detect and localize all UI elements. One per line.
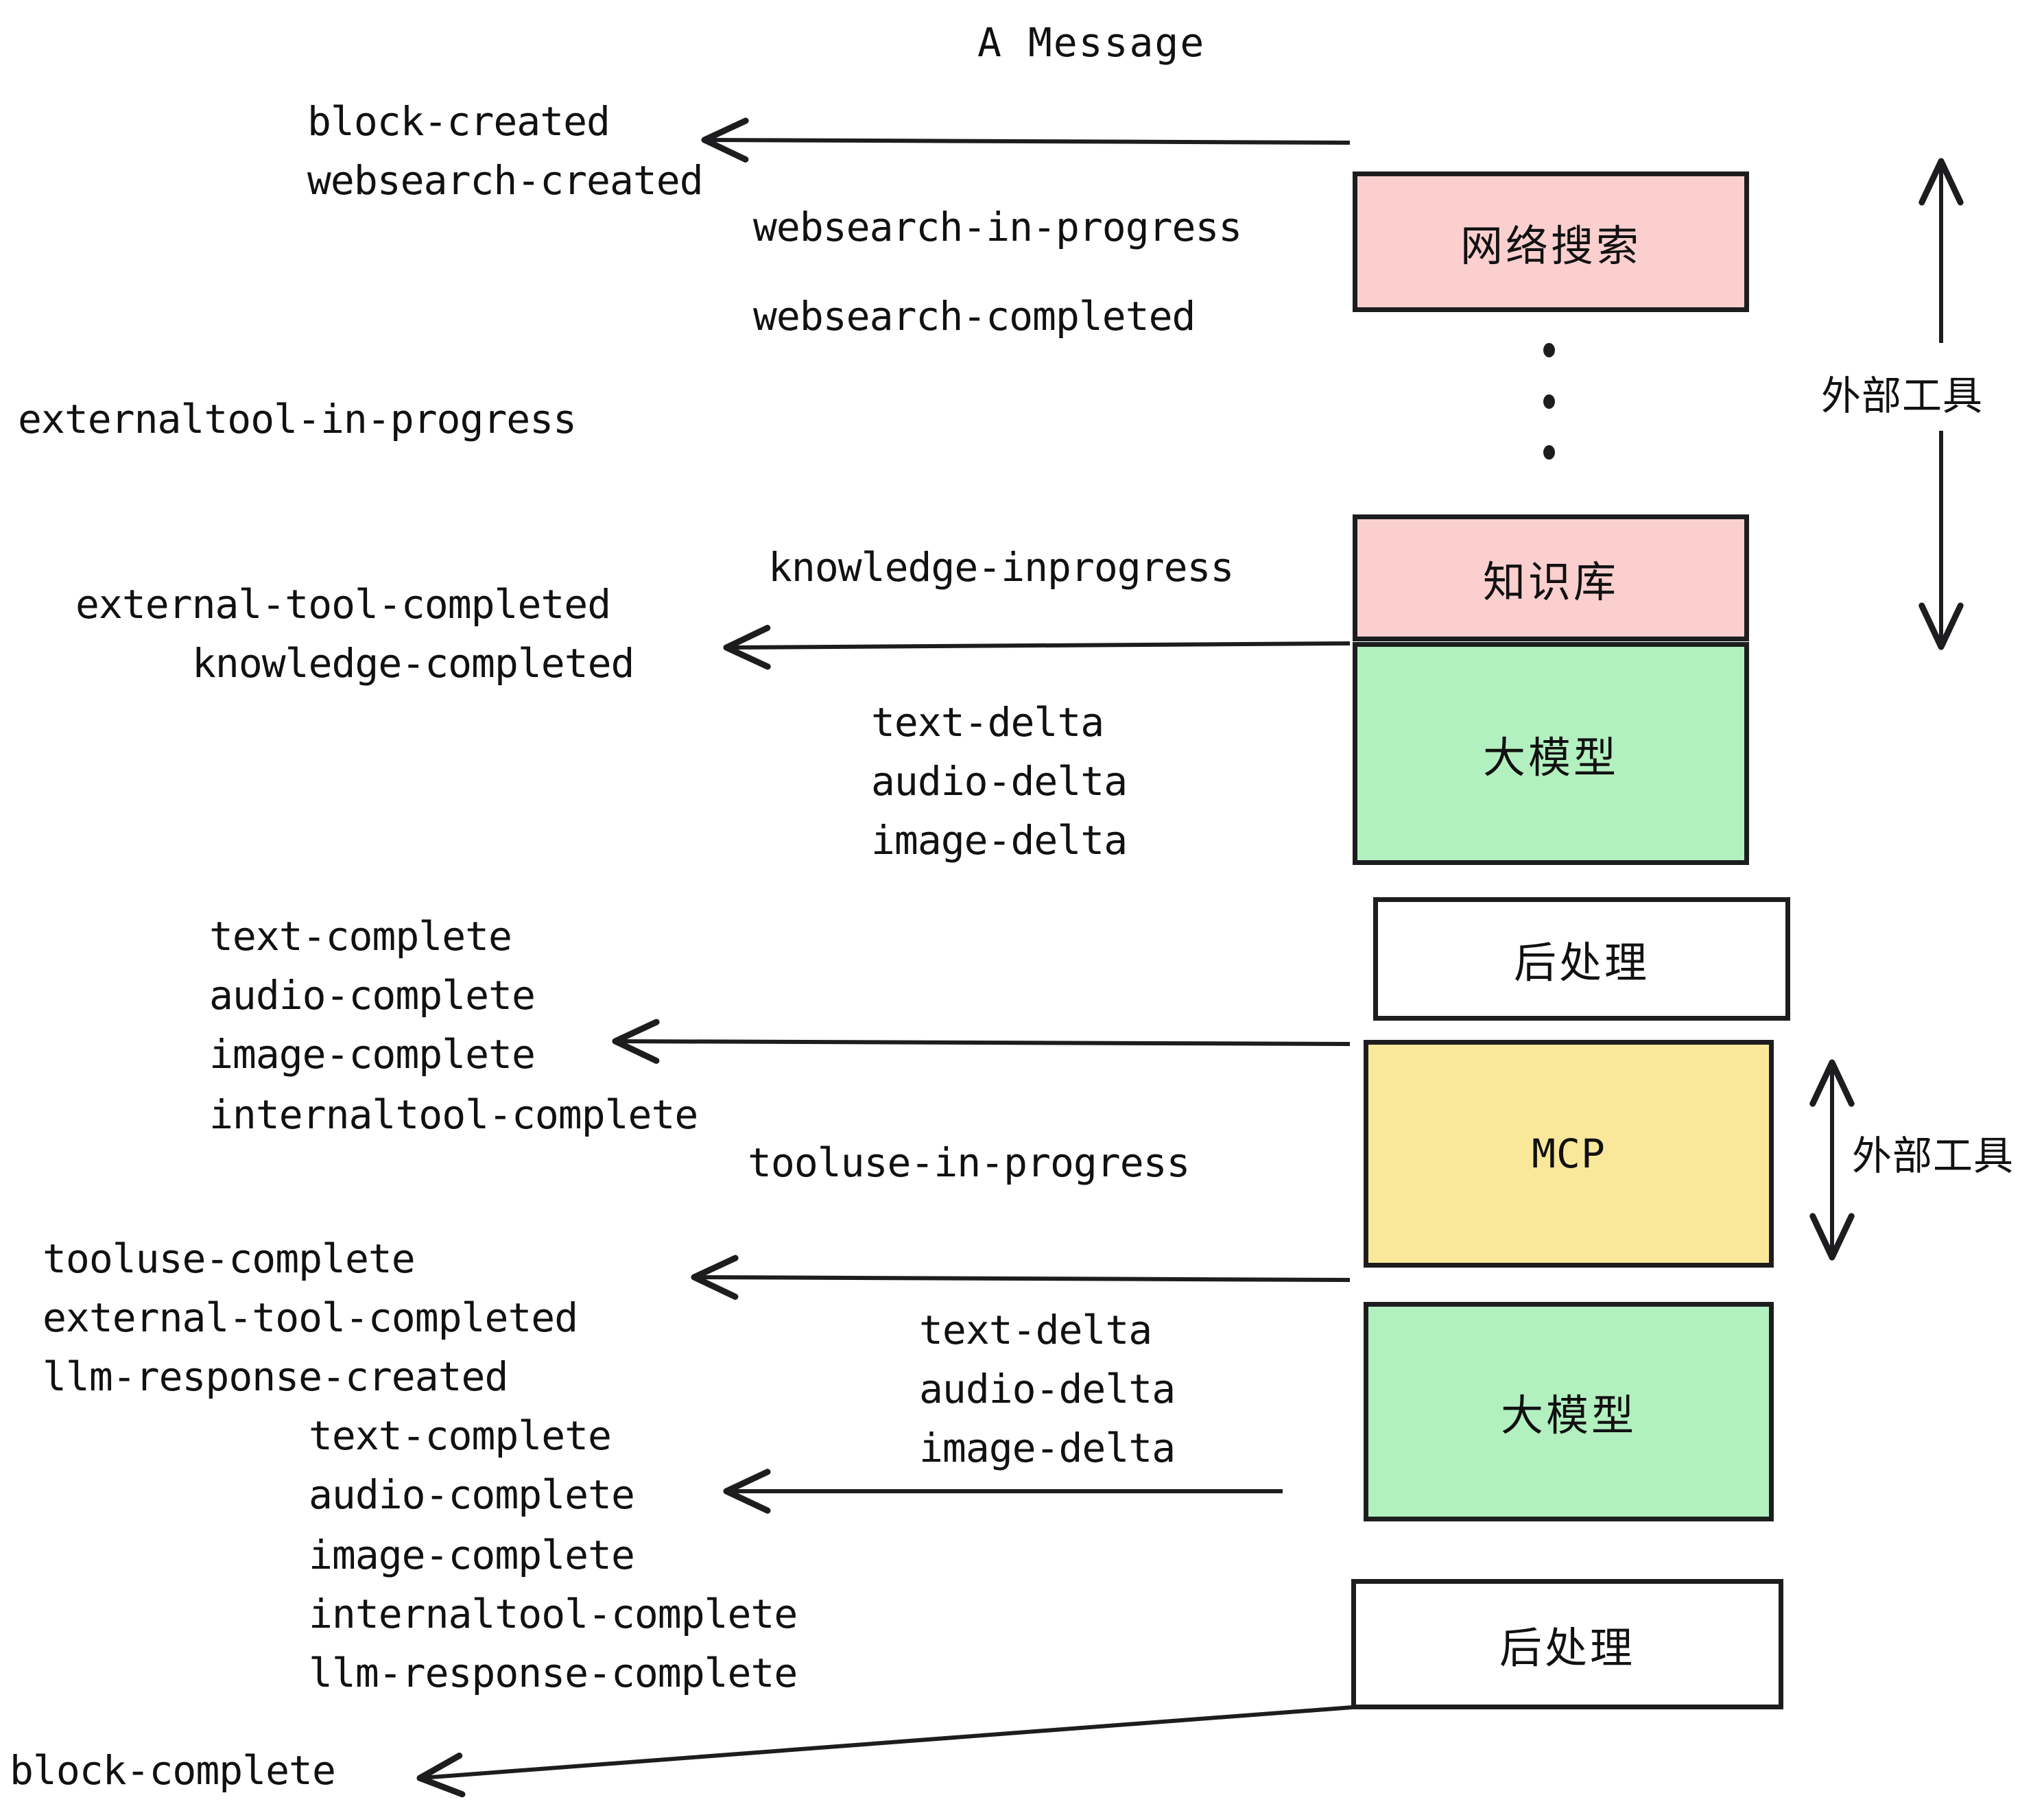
arrow-websearch-to-block-created [701, 117, 1351, 163]
event-text-complete-1: text-complete [209, 913, 512, 960]
event-text-delta-2: text-delta [919, 1307, 1152, 1353]
node-websearch: 网络搜索 [1353, 171, 1749, 312]
event-audio-delta-2: audio-delta [919, 1366, 1176, 1412]
event-tooluse-complete: tooluse-complete [43, 1235, 416, 1282]
event-image-complete-1: image-complete [209, 1031, 536, 1078]
side-label-external-tool-top: 外部工具 [1821, 372, 1984, 419]
arrow-postprocess2-to-block-complete [416, 1705, 1362, 1798]
node-postprocess-1-label: 后处理 [1513, 938, 1650, 988]
event-llm-response-created: llm-response-created [43, 1353, 508, 1400]
event-block-complete: block-complete [10, 1747, 336, 1794]
event-externaltool-in-progress: externaltool-in-progress [18, 396, 577, 442]
event-audio-complete-2: audio-complete [309, 1471, 635, 1518]
node-llm-1-label: 大模型 [1482, 732, 1619, 783]
node-postprocess-2: 后处理 [1351, 1579, 1783, 1709]
node-postprocess-1: 后处理 [1373, 897, 1790, 1021]
event-internaltool-complete-1: internaltool-complete [209, 1091, 698, 1138]
event-knowledge-inprogress: knowledge-inprogress [768, 544, 1234, 591]
arrow-postprocess1-to-image-complete [612, 1019, 1351, 1064]
event-websearch-created: websearch-created [307, 157, 704, 204]
node-websearch-label: 网络搜索 [1460, 220, 1641, 271]
event-websearch-in-progress: websearch-in-progress [753, 204, 1242, 250]
ellipsis-dot [1543, 394, 1555, 409]
side-label-external-tool-bottom: 外部工具 [1852, 1132, 2015, 1179]
event-tooluse-in-progress: tooluse-in-progress [748, 1139, 1190, 1186]
event-block-created: block-created [307, 98, 610, 145]
event-internaltool-complete-2: internaltool-complete [309, 1591, 798, 1637]
event-llm-response-complete: llm-response-complete [309, 1650, 798, 1696]
ellipsis-dot [1543, 343, 1555, 357]
node-llm-2-label: 大模型 [1500, 1390, 1637, 1440]
node-postprocess-2-label: 后处理 [1499, 1623, 1635, 1673]
arrow-mcp-to-tooluse-complete [691, 1255, 1351, 1300]
event-text-complete-2: text-complete [309, 1412, 612, 1459]
event-image-delta-2: image-delta [919, 1425, 1176, 1471]
ellipsis-dot [1543, 445, 1555, 460]
event-knowledge-completed: knowledge-completed [192, 640, 634, 687]
node-mcp: MCP [1364, 1040, 1774, 1268]
event-audio-delta-1: audio-delta [871, 758, 1128, 805]
event-image-delta-1: image-delta [871, 817, 1128, 864]
diagram-title: A Message [977, 19, 1206, 66]
event-external-tool-completed-1: external-tool-completed [75, 581, 611, 628]
vertical-ellipsis [1542, 343, 1556, 460]
node-llm-2: 大模型 [1364, 1302, 1774, 1521]
event-websearch-completed: websearch-completed [753, 293, 1196, 340]
arrow-knowledge-to-knowledge-completed [723, 624, 1351, 670]
node-mcp-label: MCP [1532, 1130, 1606, 1177]
event-text-delta-1: text-delta [871, 699, 1104, 746]
event-image-complete-2: image-complete [309, 1532, 635, 1578]
node-llm-1: 大模型 [1353, 642, 1749, 865]
node-knowledge: 知识库 [1353, 514, 1749, 641]
node-knowledge-label: 知识库 [1482, 556, 1619, 607]
event-external-tool-completed-2: external-tool-completed [43, 1294, 578, 1341]
event-audio-complete-1: audio-complete [209, 972, 536, 1019]
